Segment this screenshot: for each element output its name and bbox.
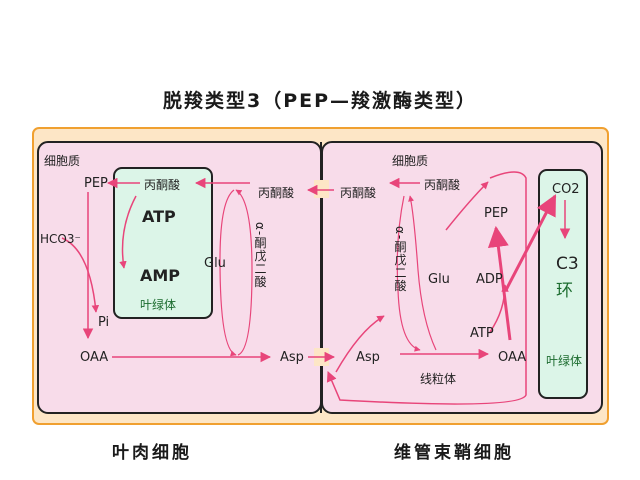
- bs-c3-cycle: 环: [556, 281, 573, 301]
- bs-pep: PEP: [484, 206, 508, 221]
- mesophyll-asp: Asp: [280, 350, 304, 365]
- mesophyll-akg: α-酮戊二酸: [253, 222, 267, 289]
- mesophyll-pi: Pi: [98, 315, 110, 330]
- bs-pyruvate-left: 丙酮酸: [340, 186, 377, 200]
- bs-chloroplast-label: 叶绿体: [546, 354, 583, 368]
- bundle-sheath-cell-name: 维管束鞘细胞: [394, 443, 514, 463]
- chloroplast-pyruvate: 丙酮酸: [144, 178, 181, 192]
- bs-atp: ATP: [470, 326, 494, 341]
- bs-oaa: OAA: [498, 350, 527, 365]
- arrow-hco3-to-pi: [61, 237, 100, 313]
- bs-glu: Glu: [428, 272, 450, 287]
- page-title: 脱羧类型3（PEP—羧激酶类型）: [162, 90, 478, 112]
- mesophyll-atp: ATP: [142, 207, 176, 226]
- bs-pyruvate-right: 丙酮酸: [424, 178, 461, 192]
- plasmodesma-top: [314, 180, 329, 198]
- arrow-atp-to-amp: [119, 195, 137, 269]
- bs-mitochondria-label: 线粒体: [420, 372, 457, 386]
- arrow-bs-glu-cycle-right: [408, 195, 437, 351]
- arrow-oaa-to-pep: [487, 225, 512, 341]
- mesophyll-cytoplasm-label: 细胞质: [44, 154, 81, 168]
- bs-cytoplasm-label: 细胞质: [392, 154, 429, 168]
- mesophyll-hco3: HCO3⁻: [40, 232, 81, 246]
- arrow-pep-to-pyruvate: [445, 181, 489, 231]
- arrow-bs-glu-cycle-left: [396, 195, 421, 352]
- bs-co2: CO2: [552, 182, 580, 197]
- mesophyll-cell-name: 叶肉细胞: [112, 443, 192, 463]
- arrow-asp-to-mito: [335, 315, 385, 373]
- mesophyll-amp: AMP: [140, 266, 181, 285]
- bs-akg: α-酮戊二酸: [393, 226, 407, 293]
- mesophyll-chloroplast: [113, 167, 213, 319]
- arrow-atp-to-adp: [489, 284, 509, 333]
- bundle-sheath-chloroplast: [538, 169, 588, 399]
- arrow-akg-cycle-right: [235, 189, 253, 356]
- mesophyll-oaa: OAA: [80, 350, 109, 365]
- arrow-oaa-to-co2: [504, 194, 557, 291]
- mesophyll-pep: PEP: [84, 176, 108, 191]
- bs-adp: ADP: [476, 272, 503, 287]
- bs-c3: C3: [556, 254, 579, 274]
- bs-asp: Asp: [356, 350, 380, 365]
- arrow-glu-akg-cycle: [219, 189, 237, 357]
- mesophyll-glu: Glu: [204, 256, 226, 271]
- arrow-bs-pyruvate-loop: [326, 171, 527, 405]
- mesophyll-pyruvate-mid: 丙酮酸: [258, 186, 295, 200]
- mesophyll-chloroplast-label: 叶绿体: [140, 298, 177, 312]
